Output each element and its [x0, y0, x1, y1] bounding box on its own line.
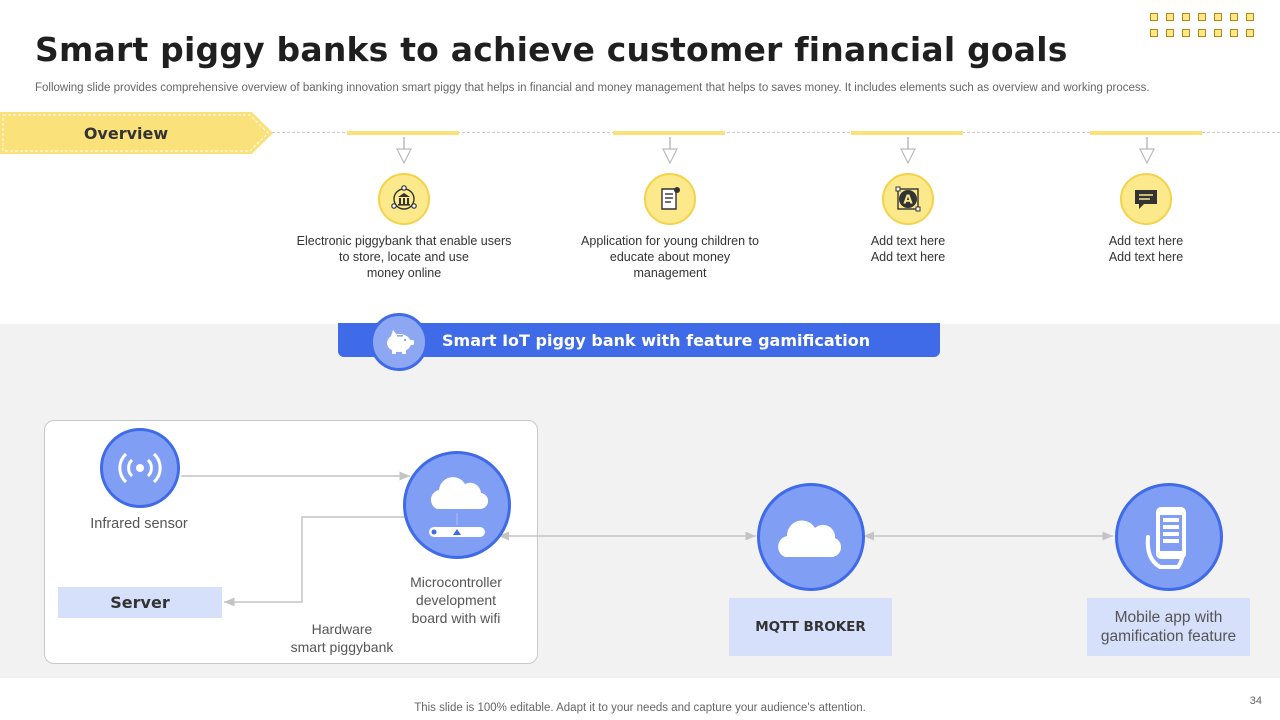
down-arrow-icon — [900, 137, 916, 165]
hardware-label: Hardware smart piggybank — [272, 620, 412, 656]
hardware-label-line-2: smart piggybank — [290, 639, 394, 655]
mobile-app-label: Mobile app with gamification feature — [1087, 598, 1250, 656]
microcontroller-label: Microcontroller development board with w… — [388, 573, 524, 627]
page-subtitle: Following slide provides comprehensive o… — [35, 82, 1150, 94]
overview-item-4-line-2: Add text here — [1108, 250, 1184, 264]
font-tool-icon: A — [882, 173, 934, 225]
server-label: Server — [58, 587, 222, 618]
hardware-label-line-1: Hardware — [311, 621, 373, 637]
mqtt-broker-label: MQTT BROKER — [729, 598, 892, 656]
overview-label: Overview — [83, 123, 169, 143]
overview-item-2-line-1: Application for young children to — [581, 234, 759, 248]
page-title: Smart piggy banks to achieve customer fi… — [35, 30, 1068, 69]
overview-item-1-bar — [347, 131, 459, 135]
svg-text:A: A — [903, 193, 913, 207]
document-checklist-icon — [644, 173, 696, 225]
overview-timeline — [272, 132, 1280, 133]
page-number: 34 — [1249, 695, 1262, 707]
piggy-bank-icon — [370, 313, 428, 371]
overview-item-3-text: Add text here Add text here — [808, 233, 1008, 265]
overview-item-3-bar — [851, 131, 963, 135]
overview-item-4-line-1: Add text here — [1108, 234, 1184, 248]
overview-item-2-bar — [613, 131, 725, 135]
microcontroller-label-line-1: Microcontroller — [410, 574, 502, 590]
iot-title-bar — [338, 323, 940, 357]
mobile-app-icon — [1115, 483, 1223, 591]
overview-item-1-text: Electronic piggybank that enable users t… — [274, 233, 534, 281]
chat-bubble-icon — [1120, 173, 1172, 225]
iot-title: Smart IoT piggy bank with feature gamifi… — [442, 330, 871, 350]
overview-item-4-text: Add text here Add text here — [1046, 233, 1246, 265]
footer-note: This slide is 100% editable. Adapt it to… — [414, 702, 866, 714]
bank-network-icon — [378, 173, 430, 225]
overview-item-1-line-3: money online — [366, 266, 442, 280]
mobile-app-label-line-2: gamification feature — [1100, 628, 1237, 645]
overview-item-2-line-3: management — [633, 266, 707, 280]
overview-item-2-line-2: educate about money — [609, 250, 731, 264]
infrared-sensor-label: Infrared sensor — [90, 516, 188, 532]
overview-item-1-line-1: Electronic piggybank that enable users — [296, 234, 512, 248]
overview-item-2-text: Application for young children to educat… — [560, 233, 780, 281]
mqtt-cloud-icon — [757, 483, 865, 591]
down-arrow-icon — [662, 137, 678, 165]
down-arrow-icon — [396, 137, 412, 165]
overview-item-4-bar — [1090, 131, 1202, 135]
decorative-dot-grid — [1150, 13, 1254, 37]
overview-item-3-line-2: Add text here — [870, 250, 946, 264]
overview-banner — [0, 112, 273, 154]
microcontroller-label-line-3: board with wifi — [411, 610, 501, 626]
mobile-app-label-line-1: Mobile app with — [1114, 609, 1223, 626]
down-arrow-icon — [1139, 137, 1155, 165]
infrared-sensor-icon — [100, 428, 180, 508]
overview-item-1-line-2: to store, locate and use — [339, 250, 469, 264]
microcontroller-cloud-icon — [403, 451, 511, 559]
overview-item-3-line-1: Add text here — [870, 234, 946, 248]
microcontroller-label-line-2: development — [415, 592, 497, 608]
